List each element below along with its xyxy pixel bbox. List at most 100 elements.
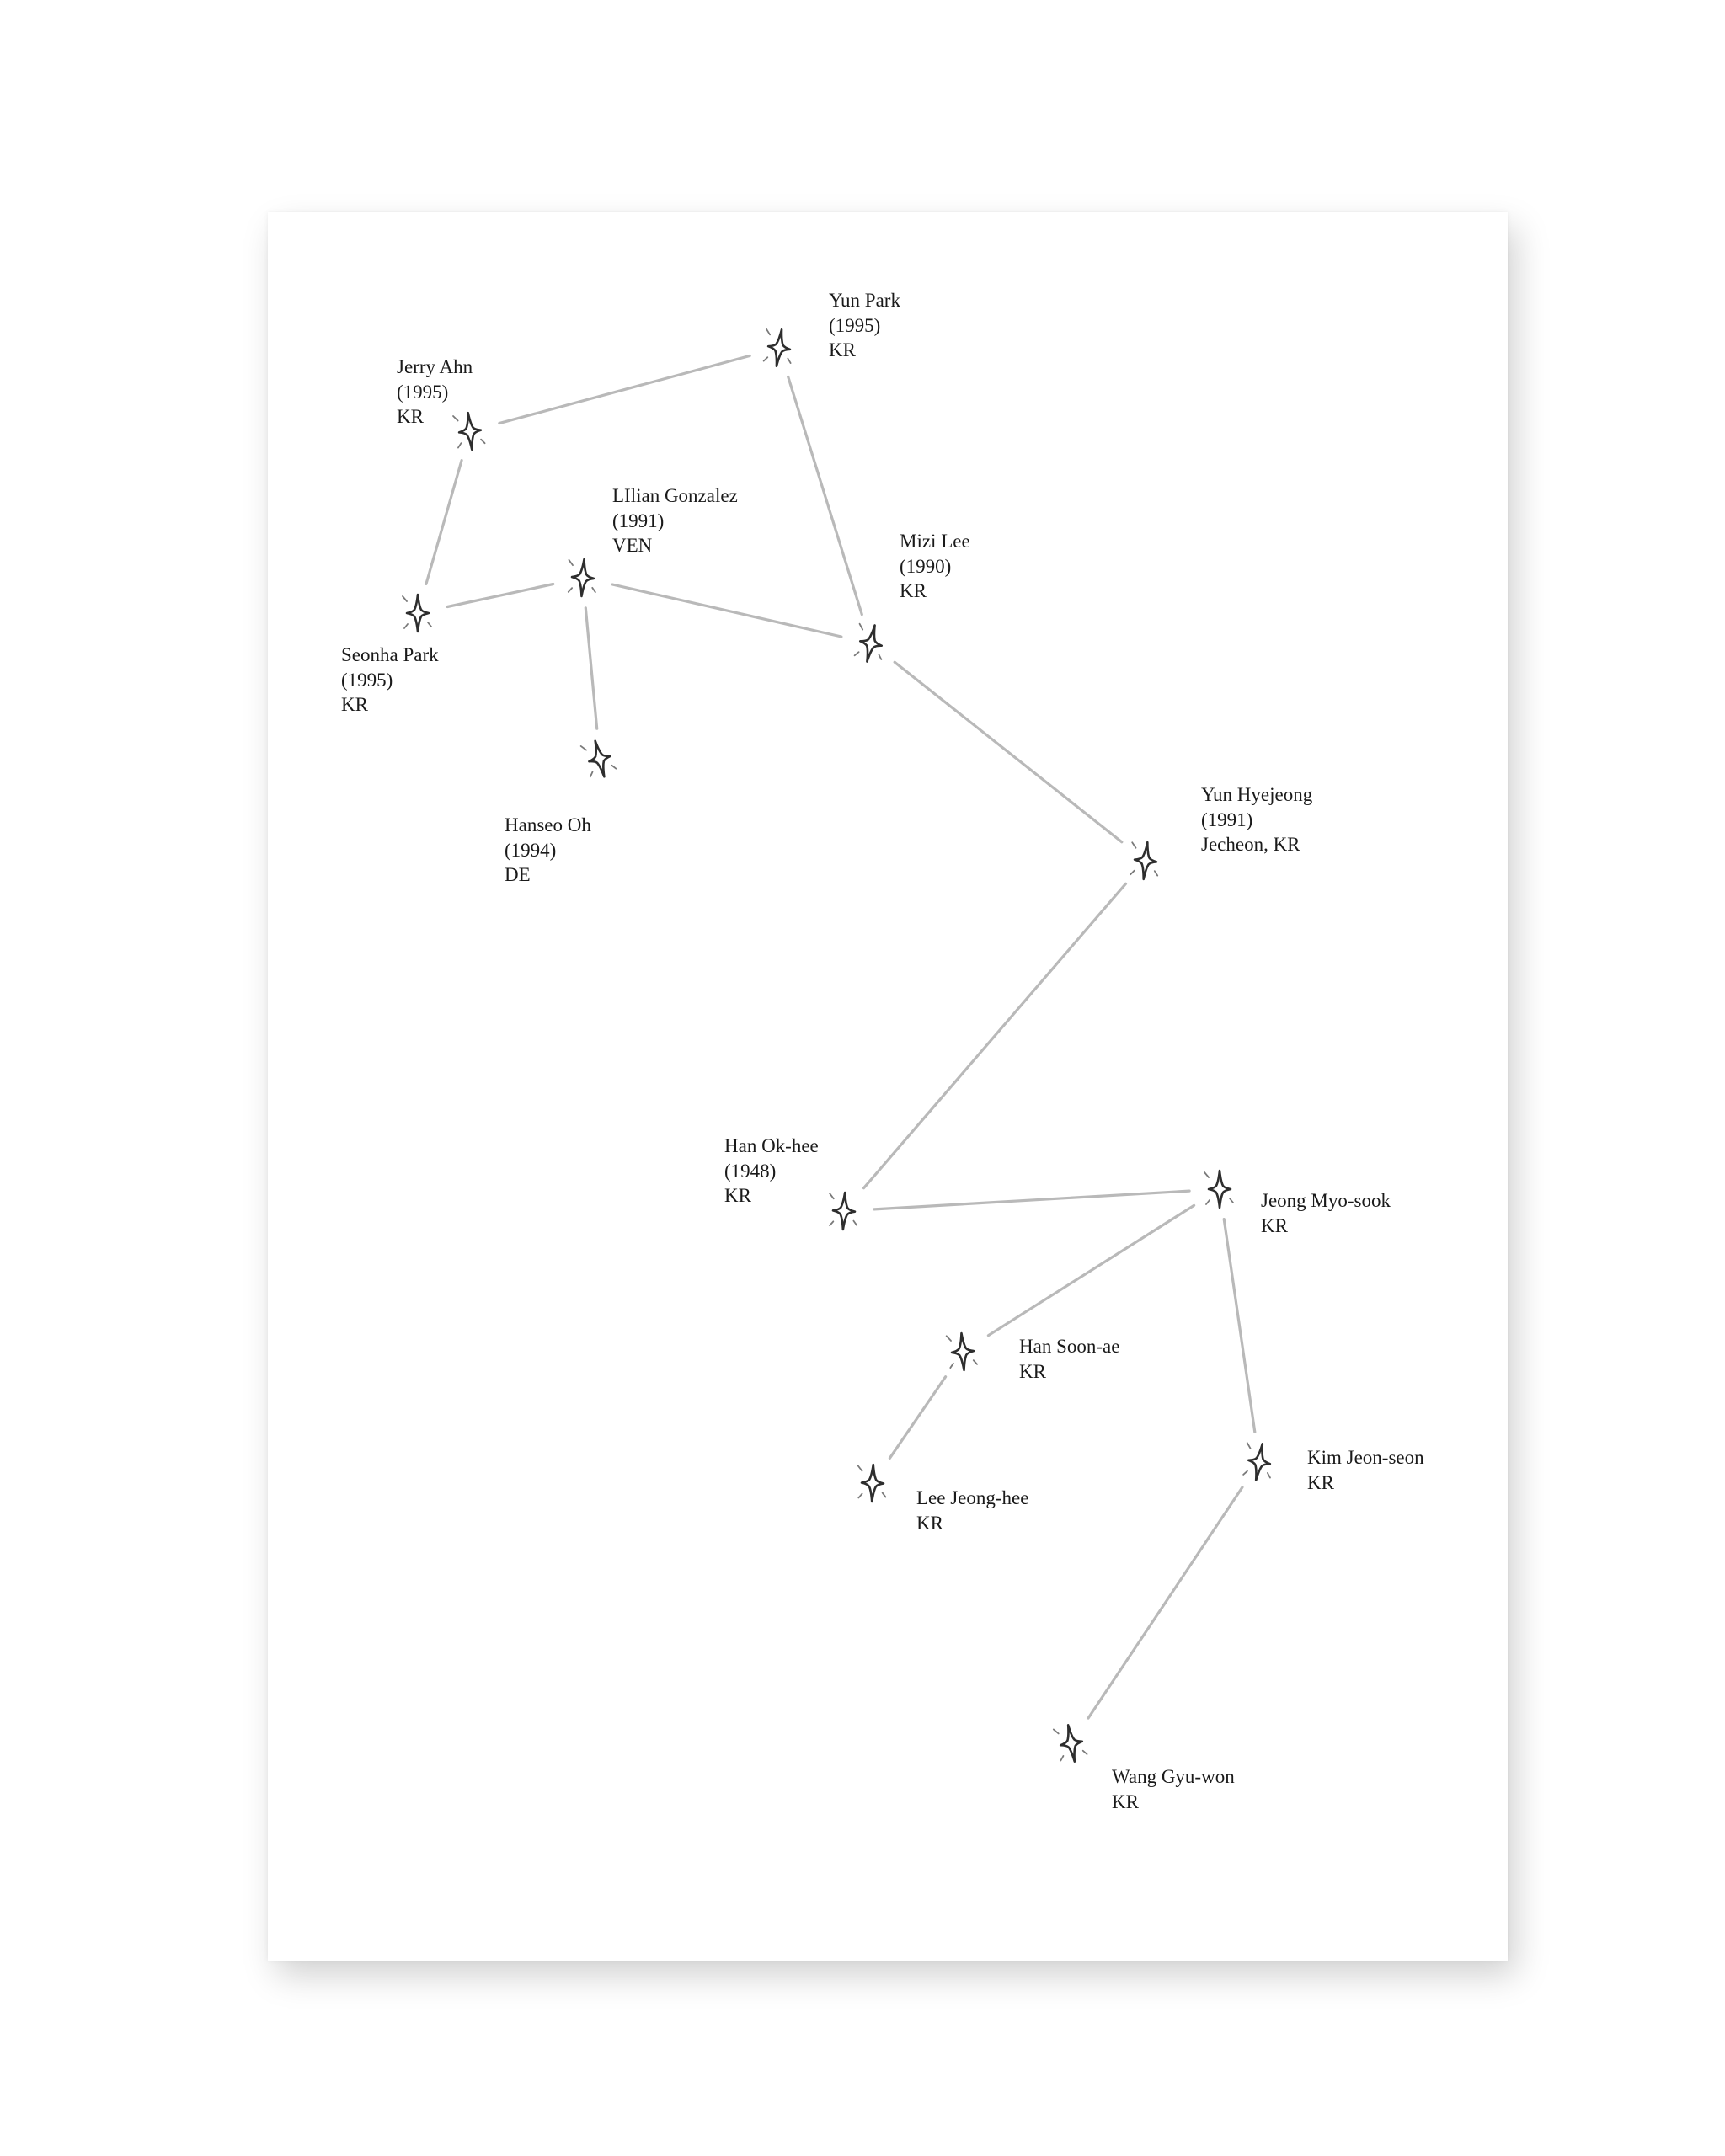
star-sketch-mark (402, 595, 408, 602)
person-detail: (1948) (724, 1160, 777, 1182)
star-sketch-mark (829, 1220, 835, 1227)
star-sketch-mark (1131, 841, 1137, 849)
person-name: Wang Gyu-won (1112, 1766, 1235, 1787)
star-sketch-mark (858, 622, 864, 631)
star-icon-lee-jeong-hee (857, 1463, 887, 1503)
person-detail: KR (916, 1512, 943, 1534)
person-name: Han Soon-ae (1019, 1336, 1120, 1357)
person-label-yun-hyejeong: Yun Hyejeong (1991) Jecheon, KR (1201, 782, 1312, 857)
star-icon-yun-park (762, 328, 792, 368)
star-sketch-mark (853, 651, 860, 657)
star-icon-hanseo-oh (579, 739, 617, 778)
person-name: Jeong Myo-sook (1261, 1190, 1391, 1211)
connection-lilian-gonzalez-mizi-lee (611, 583, 843, 638)
star-body (1207, 1169, 1232, 1209)
star-body (950, 1331, 975, 1372)
person-detail: KR (1261, 1214, 1288, 1236)
person-detail: (1991) (612, 510, 665, 531)
person-detail: KR (724, 1185, 751, 1206)
star-sketch-mark (852, 1219, 858, 1226)
star-sketch-mark (857, 1492, 863, 1499)
star-sketch-mark (857, 1465, 863, 1472)
star-body (1059, 1724, 1084, 1763)
person-detail: KR (1019, 1360, 1046, 1382)
star-icon-han-soon-ae (945, 1331, 978, 1372)
star-body (405, 593, 430, 633)
star-icon-jerry-ahn (452, 411, 486, 451)
star-sketch-mark (1153, 870, 1159, 877)
person-label-hanseo-oh: Hanseo Oh(1994)DE (505, 813, 591, 888)
person-label-lilian-gonzalez: LIlian Gonzalez (1991) VEN (612, 483, 738, 558)
star-icon-han-ok-hee (829, 1191, 858, 1231)
person-detail: KR (900, 580, 927, 601)
person-name: Mizi Lee (900, 531, 970, 552)
person-detail: (1995) (341, 669, 393, 691)
person-name: Yun Hyejeong (1201, 784, 1313, 805)
star-sketch-mark (762, 356, 769, 362)
star-body (831, 1191, 857, 1231)
star-body (588, 739, 611, 778)
star-sketch-mark (589, 771, 594, 778)
star-sketch-mark (1246, 1442, 1252, 1449)
connection-han-soon-ae-lee-jeong-hee (888, 1375, 948, 1460)
person-label-jerry-ahn: Jerry Ahn(1995)KR (397, 355, 473, 430)
star-sketch-mark (945, 1335, 952, 1342)
person-label-yun-park: Yun Park(1995)KR (829, 288, 900, 363)
person-detail: (1990) (900, 555, 952, 577)
connection-lilian-gonzalez-hanseo-oh (584, 606, 599, 730)
person-name: Kim Jeon-seon (1307, 1447, 1424, 1468)
person-detail: (1995) (829, 314, 881, 336)
star-sketch-mark (878, 654, 883, 660)
person-detail: Jecheon, KR (1201, 834, 1300, 855)
person-detail: KR (1112, 1790, 1139, 1812)
star-sketch-mark (452, 415, 459, 422)
star-sketch-mark (1267, 1472, 1271, 1479)
star-sketch-mark (611, 764, 617, 770)
star-sketch-mark (1060, 1754, 1065, 1762)
star-icon-lilian-gonzalez (567, 558, 596, 598)
star-sketch-mark (829, 1193, 835, 1200)
person-detail: KR (397, 406, 424, 427)
connection-lines (425, 354, 1257, 1720)
star-sketch-mark (403, 623, 409, 629)
person-detail: VEN (612, 535, 653, 556)
star-body (570, 558, 595, 598)
person-detail: DE (505, 864, 531, 885)
person-name: LIlian Gonzalez (612, 485, 738, 506)
person-label-han-ok-hee: Han Ok-hee (1948) KR (724, 1134, 819, 1209)
person-name: Seonha Park (341, 644, 439, 665)
star-body (766, 328, 792, 368)
star-sketch-mark (787, 357, 792, 364)
star-sketch-mark (1052, 1728, 1060, 1735)
star-sketch-mark (567, 587, 574, 593)
connection-jerry-ahn-yun-park (498, 354, 751, 425)
star-nodes (402, 328, 1272, 1763)
person-name: Yun Park (829, 290, 900, 311)
star-icon-yun-hyejeong (1130, 841, 1159, 881)
star-body (457, 411, 483, 451)
star-body (860, 1463, 885, 1503)
person-detail: (1991) (1201, 808, 1253, 830)
star-sketch-mark (568, 558, 574, 567)
person-label-mizi-lee: Mizi Lee (1990) KR (900, 529, 970, 604)
star-body (1247, 1443, 1272, 1481)
star-sketch-mark (949, 1362, 954, 1369)
star-icon-mizi-lee (853, 622, 884, 663)
connection-jeong-myo-sook-kim-jeon-seon (1222, 1217, 1257, 1434)
connection-yun-hyejeong-han-ok-hee (862, 882, 1128, 1190)
star-sketch-mark (1205, 1199, 1210, 1205)
person-detail: (1995) (397, 381, 449, 403)
person-name: Han Ok-hee (724, 1135, 819, 1156)
star-sketch-mark (881, 1492, 887, 1498)
person-detail: KR (341, 694, 368, 715)
star-sketch-mark (972, 1359, 978, 1365)
connection-han-ok-hee-jeong-myo-sook (873, 1189, 1191, 1211)
star-sketch-mark (427, 622, 432, 627)
star-icon-kim-jeon-seon (1242, 1442, 1272, 1481)
star-sketch-mark (1242, 1470, 1248, 1476)
